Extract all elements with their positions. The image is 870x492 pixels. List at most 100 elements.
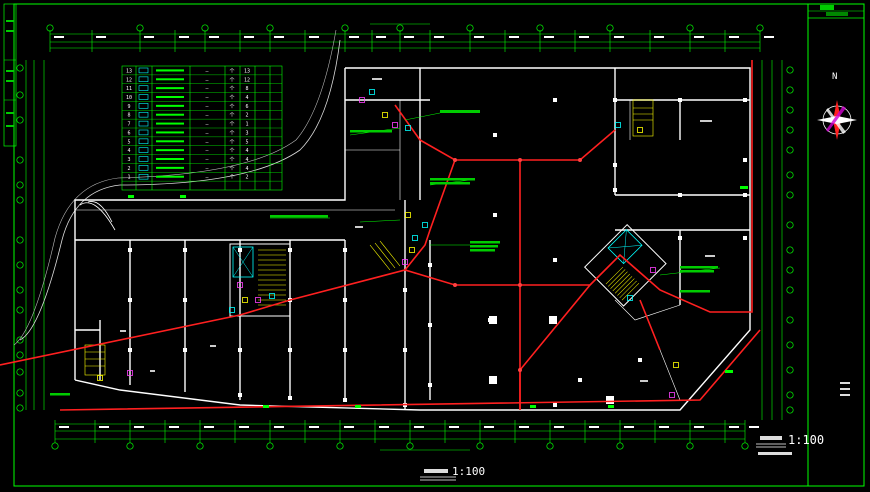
axis-bubble [786, 391, 794, 399]
equipment-marker [405, 212, 411, 218]
axis-bubble [406, 442, 414, 450]
legend-desc-text [156, 131, 184, 134]
equipment-marker [242, 297, 248, 303]
inner-walls [75, 100, 681, 401]
axis-bubble [396, 24, 404, 32]
legend-row-unit: 个 [229, 139, 234, 145]
top-dimension-ticks [49, 30, 774, 52]
axis-bubble [786, 86, 794, 94]
dimension-text [309, 426, 319, 428]
stair-tread [610, 271, 628, 289]
legend-icons [138, 67, 184, 180]
axis-bubble [686, 24, 694, 32]
bottom-dimension-chain [55, 423, 745, 451]
right-notes [840, 382, 850, 396]
dimension-text [544, 36, 554, 38]
dimension-text [694, 36, 704, 38]
legend-symbol-icon [138, 94, 149, 100]
axis-bubble [786, 126, 794, 134]
axis-bubble [16, 286, 24, 294]
axis-bubble [786, 221, 794, 229]
column [493, 213, 497, 217]
stair-center [369, 240, 401, 271]
left-dimension-chain [25, 60, 45, 410]
equipment-marker [382, 112, 388, 118]
axis-bubble [786, 191, 794, 199]
equipment-marker [615, 122, 621, 128]
legend-symbol-icon [138, 147, 149, 153]
axis-bubble [606, 24, 614, 32]
legend-symbol-icon [138, 156, 149, 162]
legend-desc-text [156, 87, 184, 90]
legend-row-qty: 4 [245, 157, 248, 163]
axis-bubble [786, 366, 794, 374]
legend-row-qty: 4 [245, 95, 248, 101]
axis-bubble [16, 306, 24, 314]
site-boundary [19, 39, 341, 341]
column [553, 258, 557, 262]
legend-symbol-icon [138, 111, 149, 118]
scale-underline-main [420, 476, 456, 481]
legend-row-dash: — [205, 86, 209, 92]
equipment-marker [229, 307, 235, 313]
dimension-text [404, 36, 414, 38]
axis-bubble [16, 351, 24, 359]
column [678, 236, 682, 240]
exit-marks [128, 186, 748, 408]
legend-desc-text [156, 166, 184, 169]
axis-bubble [136, 24, 144, 32]
axis-bubble [16, 181, 24, 189]
ramp-curve [79, 201, 116, 231]
legend-row-unit: 个 [229, 77, 234, 83]
axis-bubble [16, 261, 24, 269]
equipment-marker [392, 122, 398, 128]
column [553, 403, 557, 407]
legend-row-unit: 个 [229, 95, 234, 101]
column [428, 383, 432, 387]
axis-bubble [46, 24, 54, 32]
axis-bubble [686, 442, 694, 450]
axis-bubble [16, 116, 24, 124]
dimension-text [349, 36, 359, 38]
structural-columns [128, 98, 747, 407]
column [288, 348, 292, 352]
column [403, 288, 407, 292]
column [428, 323, 432, 327]
legend-row-unit: 个 [229, 175, 234, 181]
equipment-marker [255, 297, 261, 303]
dimension-text [729, 426, 739, 428]
axis-bubble [741, 442, 749, 450]
legend-row-qty: 1 [245, 122, 248, 128]
column [613, 188, 617, 192]
legend-row-unit: 个 [229, 130, 234, 136]
equipment-marker [650, 267, 656, 273]
legend-row-number: 7 [127, 122, 130, 128]
legend-symbol-icon [138, 76, 149, 83]
dimension-text [749, 426, 759, 428]
fire-equipment-markers [97, 89, 679, 398]
dimension-text [484, 426, 494, 428]
column [343, 248, 347, 252]
scale-side: 1:100 [788, 433, 825, 447]
dimension-text [376, 36, 386, 38]
top-axis-bubbles [46, 24, 764, 32]
column [743, 193, 747, 197]
stair-tread [617, 278, 635, 296]
stair-tread [619, 280, 637, 299]
column [638, 358, 642, 362]
north-arrow [817, 100, 857, 140]
column [183, 248, 187, 252]
column [678, 98, 682, 102]
axis-bubble [786, 406, 794, 414]
legend-desc-text [156, 122, 184, 125]
legend-row-dash: — [205, 68, 209, 74]
legend-row-number: 1 [127, 175, 130, 181]
equipment-marker [127, 370, 133, 376]
column [743, 98, 747, 102]
legend-row-dash: — [205, 139, 209, 145]
column [183, 348, 187, 352]
dimension-text [169, 426, 179, 428]
column [678, 193, 682, 197]
stair-tread [608, 269, 626, 287]
legend-row-unit: 个 [229, 157, 234, 163]
